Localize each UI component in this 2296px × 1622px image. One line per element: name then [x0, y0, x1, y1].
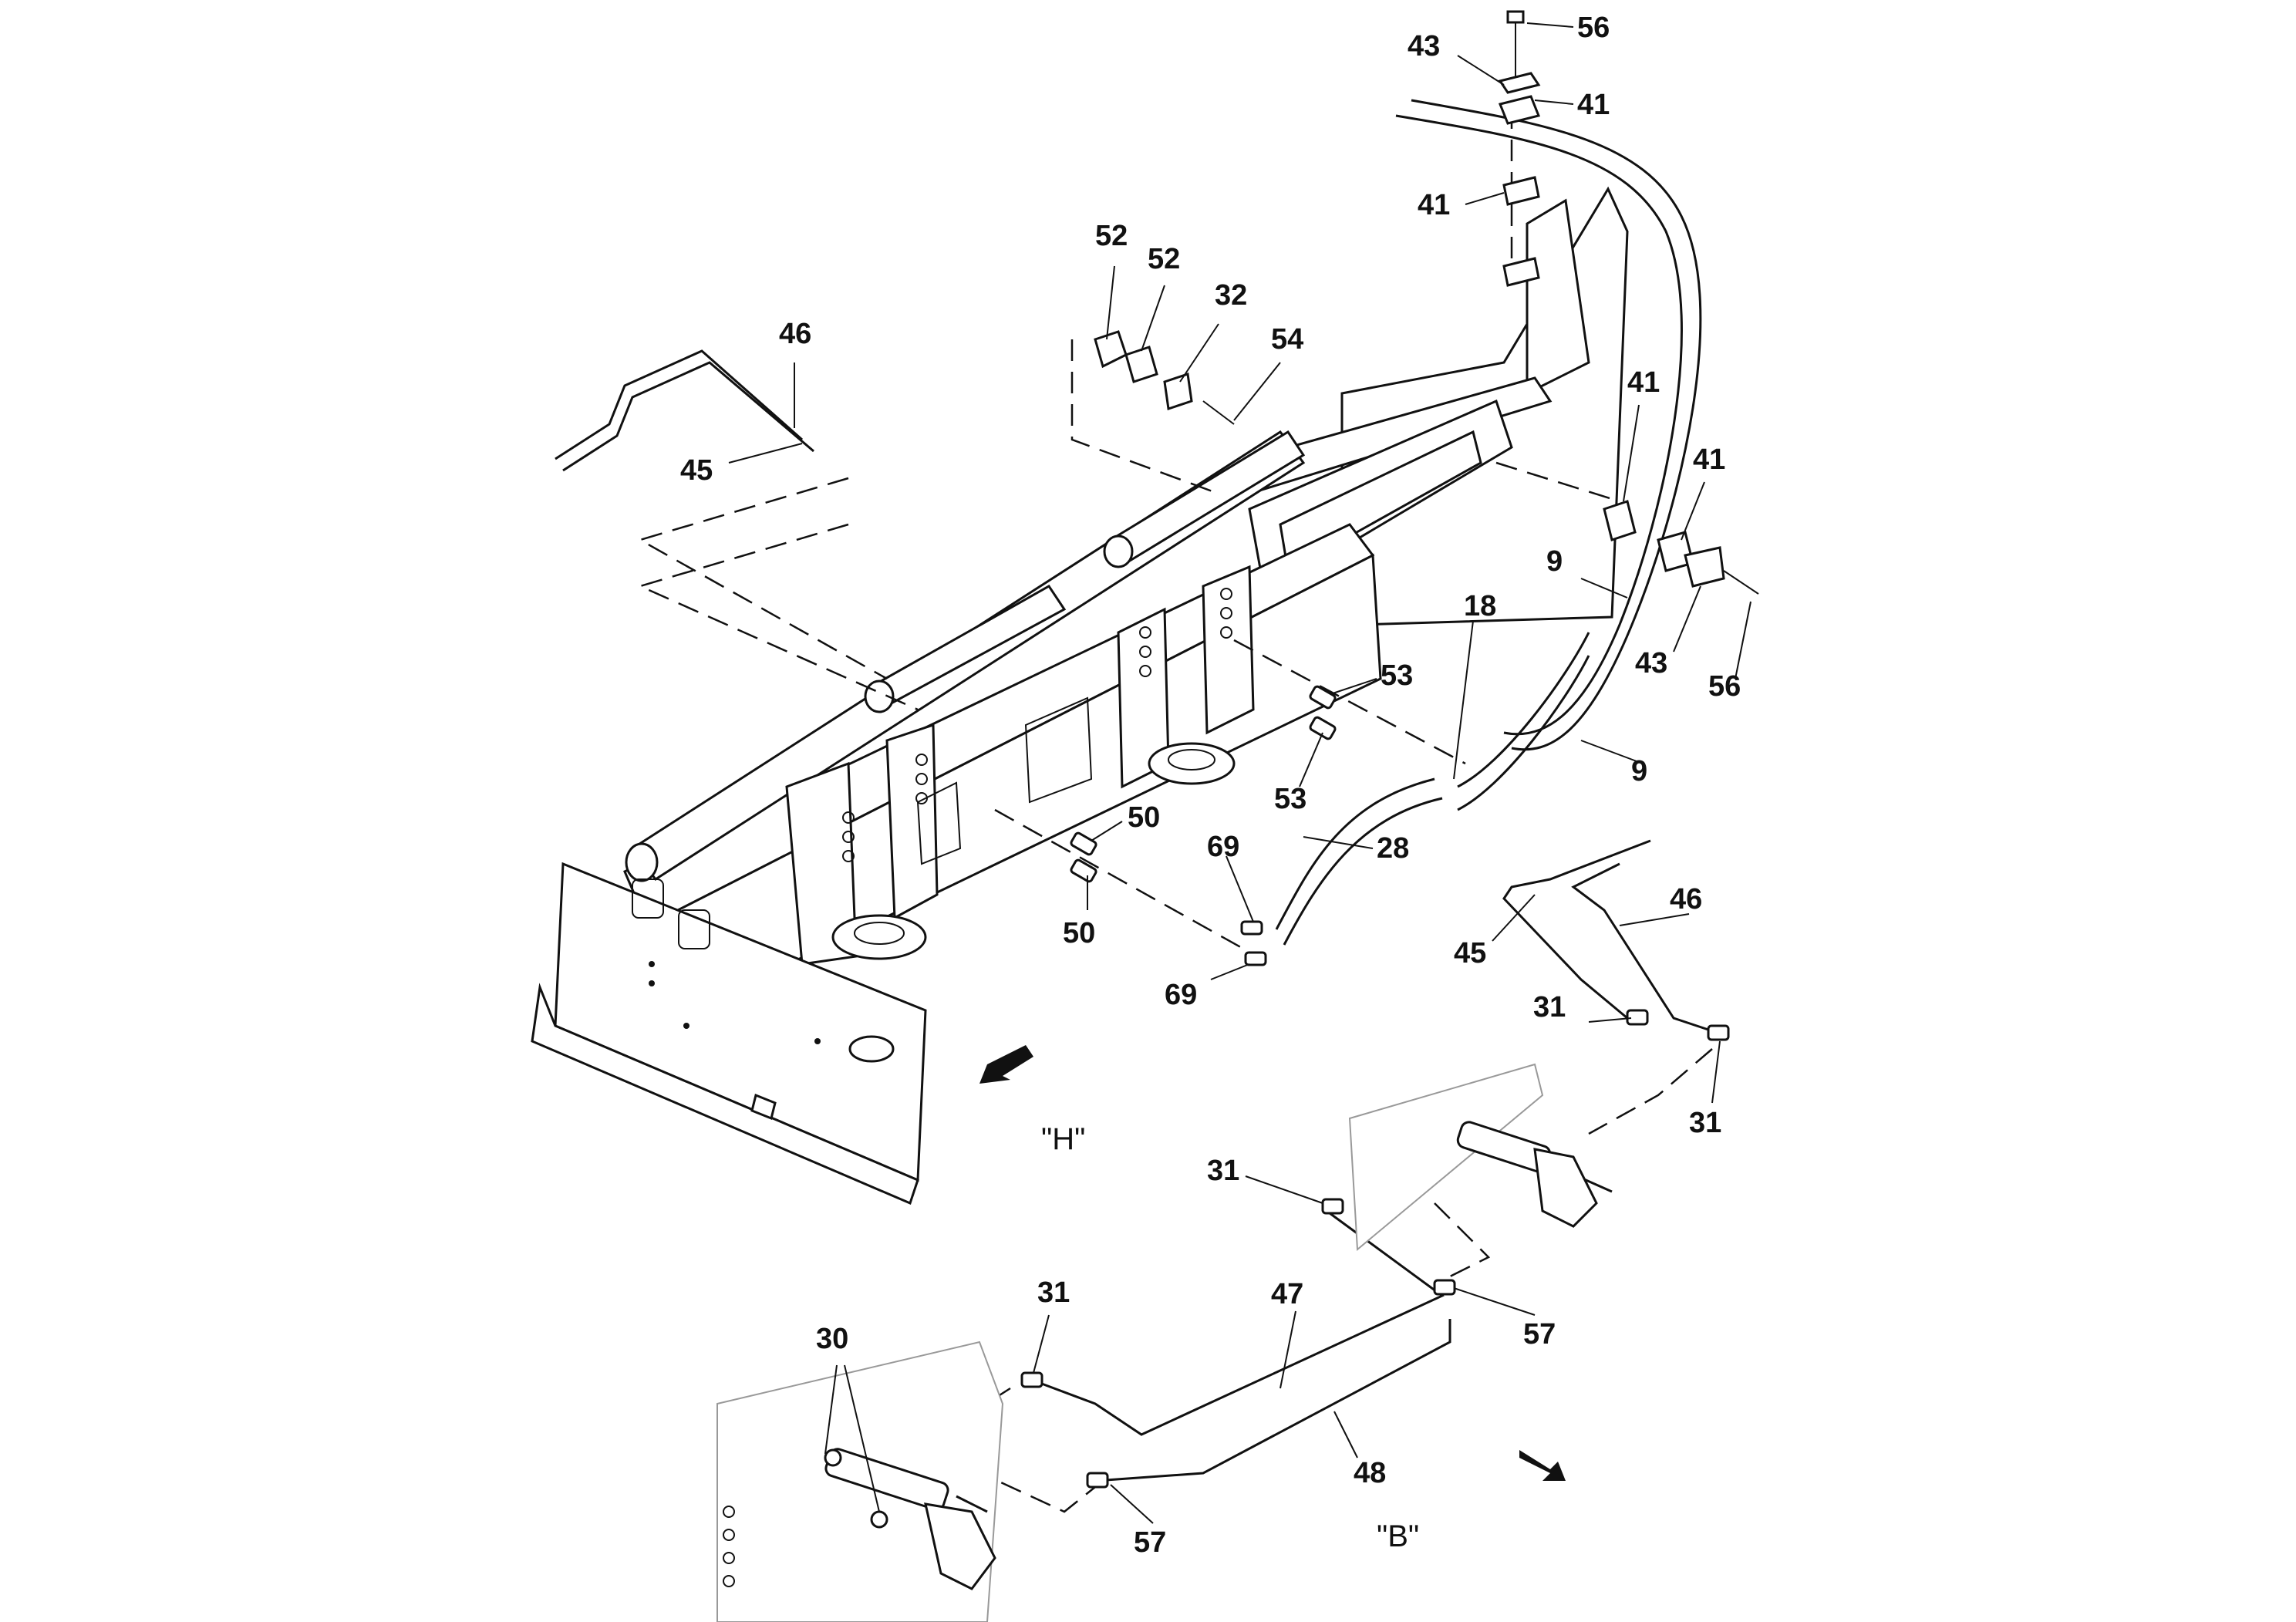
tube-45-46-right	[1502, 839, 1721, 1035]
callout-41-right-b: 41	[1693, 443, 1725, 476]
callout-41-mid: 41	[1418, 189, 1450, 221]
callout-48: 48	[1354, 1457, 1386, 1489]
callout-56-right: 56	[1708, 670, 1741, 703]
stand-holes	[842, 588, 1232, 862]
tube-48	[1094, 1319, 1451, 1482]
callout-31-d: 31	[1037, 1276, 1070, 1309]
view-label-b: "B"	[1377, 1519, 1419, 1553]
callout-9-bottom: 9	[1631, 755, 1647, 787]
callout-53-b: 53	[1274, 783, 1306, 815]
cylinder-upper	[1348, 1063, 1613, 1252]
callout-53-a: 53	[1381, 659, 1413, 692]
cylinder-lower	[716, 1340, 1004, 1622]
direction-arrow-left-icon	[979, 1045, 1033, 1084]
callout-46-left: 46	[779, 318, 811, 350]
callout-46-right: 46	[1670, 883, 1702, 916]
callout-69-a: 69	[1207, 831, 1239, 863]
callout-9-top: 9	[1546, 545, 1563, 578]
hose-18	[1457, 632, 1590, 811]
tube-45-46-upper	[555, 349, 814, 472]
callout-52-a: 52	[1095, 220, 1128, 252]
callout-31-c: 31	[1207, 1155, 1239, 1187]
callout-45-left: 45	[680, 454, 713, 487]
hose-28	[1275, 777, 1443, 946]
callout-47: 47	[1271, 1278, 1303, 1310]
callout-45-right: 45	[1454, 937, 1486, 969]
callout-31-b: 31	[1689, 1107, 1721, 1139]
callout-41-right-a: 41	[1627, 366, 1660, 399]
callout-57-right: 57	[1523, 1318, 1556, 1351]
callout-labels: 56 43 41 41 52 52 32 54 46 45 41 41 9 43…	[680, 12, 1741, 1559]
callout-32: 32	[1215, 279, 1247, 312]
callout-leaders	[728, 22, 1752, 1524]
view-label-h: "H"	[1041, 1122, 1085, 1156]
callout-41-top: 41	[1577, 89, 1610, 121]
direction-arrow-right-icon	[1519, 1450, 1566, 1481]
callout-54: 54	[1271, 323, 1303, 356]
callout-31-a: 31	[1533, 991, 1566, 1023]
callout-30: 30	[816, 1323, 848, 1355]
tube-47	[1033, 1209, 1445, 1436]
main-frame	[531, 186, 1629, 1206]
callout-56-top: 56	[1577, 12, 1610, 44]
callout-69-b: 69	[1165, 979, 1197, 1011]
callout-52-b: 52	[1148, 243, 1180, 275]
callout-18: 18	[1464, 590, 1496, 622]
clamp-parts	[1020, 10, 1759, 1489]
hose-9	[1395, 99, 1702, 751]
callout-43-top: 43	[1408, 30, 1440, 62]
callout-50-a: 50	[1128, 801, 1160, 834]
callout-28: 28	[1377, 832, 1409, 865]
callout-57-bottom: 57	[1134, 1526, 1166, 1559]
callout-43-right: 43	[1635, 647, 1667, 679]
callout-50-b: 50	[1063, 917, 1095, 949]
